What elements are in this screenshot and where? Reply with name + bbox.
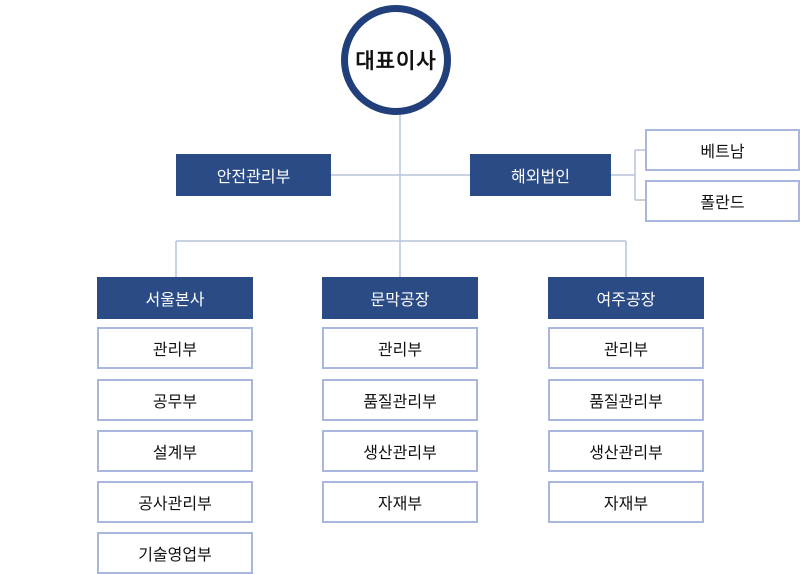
mungmak-item: 자재부 [322, 481, 478, 523]
seoul-item: 설계부 [97, 430, 253, 472]
overseas-node: 해외법인 [470, 154, 611, 196]
yeoju-item: 관리부 [548, 327, 704, 369]
mungmak-item: 관리부 [322, 327, 478, 369]
overseas-item-vietnam: 베트남 [645, 129, 800, 171]
yeoju-item: 자재부 [548, 481, 704, 523]
mungmak-item: 생산관리부 [322, 430, 478, 472]
overseas-item-poland: 폴란드 [645, 180, 800, 222]
mungmak-item: 품질관리부 [322, 379, 478, 421]
seoul-item: 공무부 [97, 379, 253, 421]
yeoju-item: 생산관리부 [548, 430, 704, 472]
ceo-node: 대표이사 [341, 5, 451, 115]
yeoju-item: 품질관리부 [548, 379, 704, 421]
seoul-item: 공사관리부 [97, 481, 253, 523]
mungmak-factory-node: 문막공장 [322, 277, 478, 319]
seoul-item: 기술영업부 [97, 532, 253, 574]
seoul-hq-node: 서울본사 [97, 277, 253, 319]
yeoju-factory-node: 여주공장 [548, 277, 704, 319]
seoul-item: 관리부 [97, 327, 253, 369]
safety-dept-node: 안전관리부 [176, 154, 331, 196]
